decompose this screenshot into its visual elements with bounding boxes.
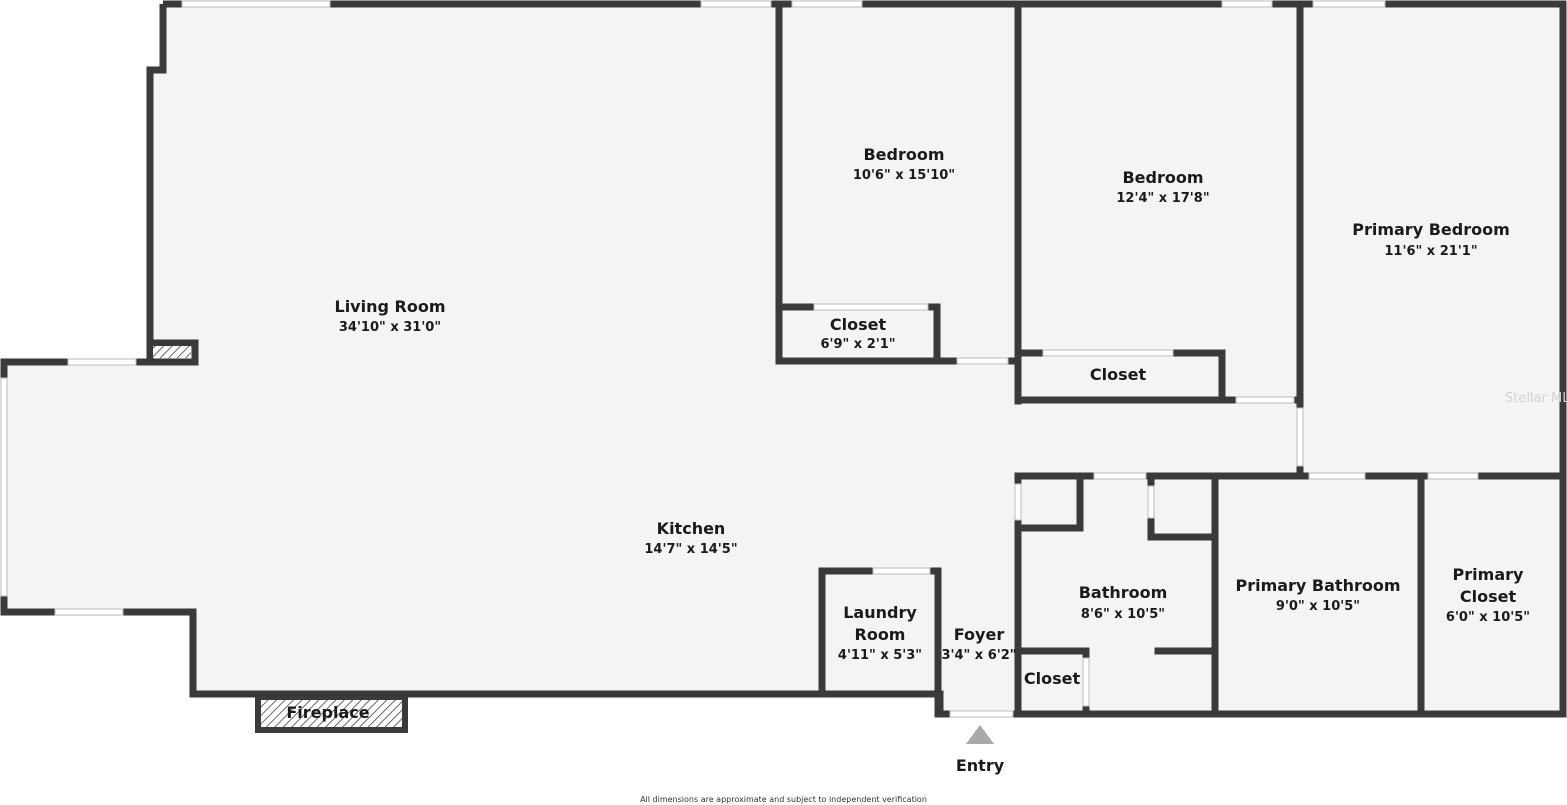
bedroom-1-name: Bedroom <box>863 145 944 164</box>
bedroom-2-dim: 12'4" x 17'8" <box>1116 191 1209 206</box>
openings <box>0 0 1479 718</box>
closet-1-dim: 6'9" x 2'1" <box>820 337 895 352</box>
closet-1-name: Closet <box>830 315 887 334</box>
kitchen-name: Kitchen <box>657 519 726 538</box>
kitchen-dim: 14'7" x 14'5" <box>644 542 737 557</box>
closet-3-name: Closet <box>1024 669 1081 688</box>
exterior-walls <box>0 0 1567 718</box>
primary-closet-dim: 6'0" x 10'5" <box>1446 610 1530 625</box>
primary-bathroom-name: Primary Bathroom <box>1235 576 1400 595</box>
room-labels: Living Room 34'10" x 31'0" Kitchen 14'7"… <box>286 145 1530 775</box>
fireplace-label: Fireplace <box>286 703 369 722</box>
living-room-dim: 34'10" x 31'0" <box>339 320 441 335</box>
primary-bedroom-dim: 11'6" x 21'1" <box>1384 244 1477 259</box>
hatch-fills <box>153 346 408 733</box>
primary-bathroom-dim: 9'0" x 10'5" <box>1276 599 1360 614</box>
foyer-dim: 3'4" x 6'2" <box>941 648 1016 663</box>
primary-closet-line2: Closet <box>1460 587 1517 606</box>
laundry-dim: 4'11" x 5'3" <box>838 648 922 663</box>
bathroom-name: Bathroom <box>1079 583 1168 602</box>
closet-2-name: Closet <box>1090 365 1147 384</box>
primary-closet-line1: Primary <box>1453 565 1524 584</box>
laundry-name-line2: Room <box>855 625 906 644</box>
disclaimer: All dimensions are approximate and subje… <box>640 795 927 804</box>
watermark: Stellar MLS <box>1505 391 1567 406</box>
entry-label: Entry <box>956 756 1005 775</box>
primary-bedroom-name: Primary Bedroom <box>1352 220 1510 239</box>
living-room-name: Living Room <box>335 297 446 316</box>
fireplace-box <box>255 694 408 733</box>
bedroom-2-name: Bedroom <box>1122 168 1203 187</box>
bathroom-dim: 8'6" x 10'5" <box>1081 607 1165 622</box>
laundry-name-line1: Laundry <box>843 603 917 622</box>
bedroom-1-dim: 10'6" x 15'10" <box>853 168 955 183</box>
entry-arrow-icon <box>966 725 994 744</box>
foyer-name: Foyer <box>954 625 1005 644</box>
